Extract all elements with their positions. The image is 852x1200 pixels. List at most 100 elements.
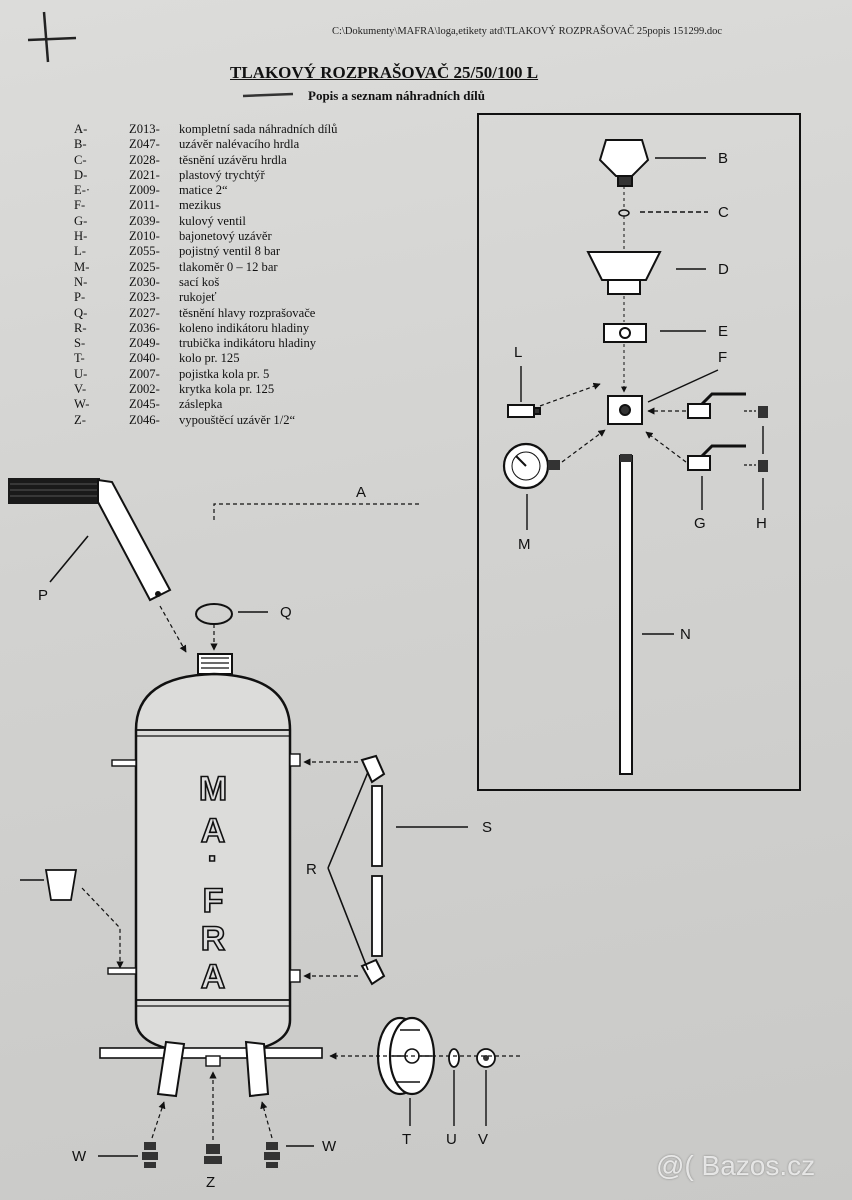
part-name: krytka kola pr. 125 (179, 382, 275, 397)
logo-letter: F (203, 882, 224, 920)
part-code: Z055- (129, 244, 160, 259)
suction-tube-n (619, 455, 633, 775)
label-v: V (478, 1131, 488, 1148)
part-code: Z007- (129, 366, 160, 381)
file-path: C:\Dokumenty\MAFRA\loga,etikety atd\TLAK… (332, 26, 723, 37)
part-name: kolo pr. 125 (179, 351, 240, 366)
part-code: Z021- (129, 167, 160, 182)
part-name: rukojeť (179, 290, 217, 305)
label-g: G (694, 515, 706, 532)
part-letter: P- (74, 290, 86, 305)
part-code: Z010- (129, 229, 160, 244)
part-letter: A- (74, 122, 88, 136)
handle-p (8, 478, 172, 602)
part-code: Z030- (129, 274, 160, 289)
part-code: Z046- (129, 412, 160, 427)
label-t: T (402, 1131, 411, 1148)
label-c: C (718, 204, 729, 221)
label-d: D (718, 261, 729, 278)
label-f: F (718, 349, 727, 366)
part-code: Z047- (129, 137, 160, 152)
part-letter: U- (74, 366, 88, 381)
part-code: Z025- (129, 259, 160, 274)
label-w-left: W (72, 1148, 87, 1165)
logo-letter: A (201, 812, 226, 850)
label-b: B (718, 150, 728, 167)
part-name: kulový ventil (179, 213, 246, 228)
title-underline-mark (242, 92, 294, 98)
head-gasket-q (195, 603, 233, 625)
part-code: Z011- (129, 198, 160, 213)
pen-cross-mark (27, 11, 77, 63)
part-code: Z009- (129, 183, 160, 198)
part-code: Z039- (129, 213, 160, 228)
part-name: těsnění hlavy rozprašovače (179, 305, 316, 320)
fitting-f (607, 395, 643, 425)
part-code: Z045- (129, 397, 160, 412)
mafra-logo: MA·FRA (198, 769, 228, 997)
part-letter: Q- (74, 305, 88, 320)
bayonet-cap-h-lower (758, 460, 768, 472)
part-name: trubička indikátoru hladiny (179, 336, 317, 351)
part-letter: T- (74, 351, 85, 366)
part-name: záslepka (179, 397, 223, 412)
part-letter: V- (74, 382, 87, 397)
part-name: tlakoměr 0 – 12 bar (179, 259, 278, 274)
part-letter: Z- (74, 412, 86, 427)
document-subtitle: Popis a seznam náhradních dílů (308, 88, 485, 103)
label-r: R (306, 861, 317, 878)
label-h: H (756, 515, 767, 532)
part-code: Z013- (129, 122, 160, 136)
funnel-d (586, 251, 662, 295)
safety-valve-l (507, 404, 541, 418)
pressure-gauge-m (502, 442, 560, 490)
plug-w-left (142, 1142, 158, 1168)
label-q: Q (280, 604, 292, 621)
part-letter: L- (74, 244, 86, 259)
label-l: L (514, 344, 522, 361)
part-code: Z036- (129, 320, 160, 335)
part-code: Z040- (129, 351, 160, 366)
label-m: M (518, 536, 531, 553)
part-letter: W- (74, 397, 90, 412)
part-name: bajonetový uzávěr (179, 229, 272, 244)
part-letter: F- (74, 198, 86, 213)
part-name: plastový trychtýř (179, 167, 265, 182)
logo-letter: · (207, 840, 218, 878)
part-letter: S- (74, 336, 86, 351)
level-indicator (360, 754, 386, 986)
plug-w-right (264, 1142, 280, 1168)
part-name: kompletní sada náhradních dílů (179, 122, 338, 136)
part-letter: N- (74, 274, 88, 289)
set-a-leader (213, 503, 420, 520)
label-e: E (718, 323, 728, 340)
gasket-c (618, 209, 630, 217)
part-name: mezikus (179, 198, 221, 213)
part-letter: R- (74, 320, 87, 335)
document-title: TLAKOVÝ ROZPRAŠOVAČ 25/50/100 L (230, 63, 539, 82)
part-code: Z028- (129, 152, 160, 167)
cup-funnel (44, 869, 78, 901)
part-name: uzávěr nalévacího hrdla (179, 137, 300, 152)
drain-cap-z (204, 1144, 222, 1164)
part-code: Z027- (129, 305, 160, 320)
part-letter: G- (74, 213, 88, 228)
part-letter: H- (74, 229, 88, 244)
label-p: P (38, 587, 48, 604)
bayonet-cap-h-upper (758, 406, 768, 418)
label-n: N (680, 626, 691, 643)
part-name: vypouštěcí uzávěr 1/2“ (179, 412, 296, 427)
cap-b (598, 139, 650, 187)
part-code: Z002- (129, 382, 160, 397)
part-code: Z049- (129, 336, 160, 351)
ball-valve-g-lower (687, 444, 746, 471)
label-w-right: W (322, 1138, 337, 1155)
part-letter: B- (74, 137, 87, 152)
part-letter: C- (74, 152, 87, 167)
label-z: Z (206, 1174, 215, 1191)
part-letter: M- (74, 259, 90, 274)
part-name: těsnění uzávěru hrdla (179, 152, 287, 167)
part-name: koleno indikátoru hladiny (179, 320, 310, 335)
part-letter: D- (74, 167, 88, 182)
